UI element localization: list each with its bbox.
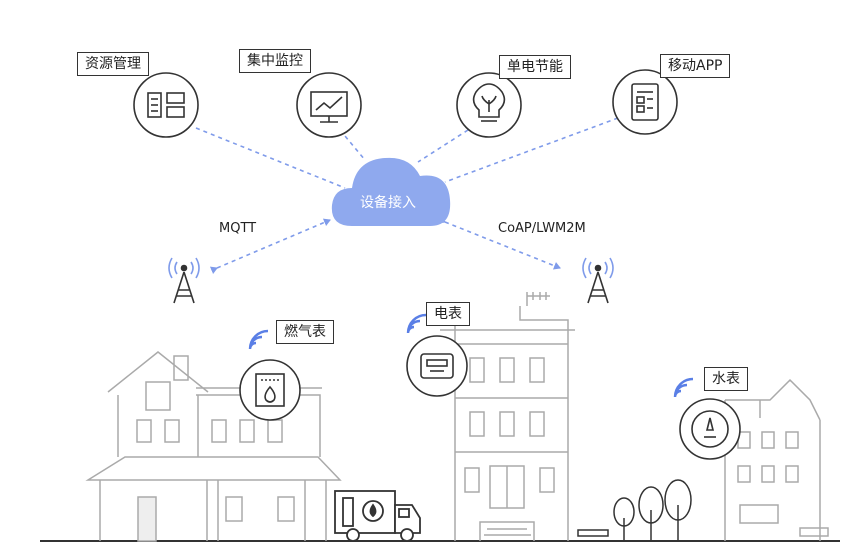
mobile-document-icon (612, 69, 678, 135)
water-meter-icon (679, 398, 741, 460)
label-energy-saving: 单电节能 (499, 55, 571, 79)
signal-tower-icon (582, 257, 614, 304)
trees-illustration (577, 479, 692, 541)
wifi-icon (248, 313, 694, 398)
gas-meter-icon (239, 359, 301, 421)
house-illustration (85, 351, 342, 542)
cloud-icon (331, 157, 451, 226)
signal-tower-icon (168, 257, 200, 304)
label-central-monitoring: 集中监控 (239, 49, 311, 73)
protocol-right-label: CoAP/LWM2M (498, 221, 586, 236)
label-water-meter: 水表 (704, 367, 748, 391)
label-mobile-app: 移动APP (660, 54, 731, 78)
app-links (195, 117, 619, 189)
building-illustration (724, 378, 829, 541)
cloud-label: 设备接入 (360, 195, 416, 211)
label-electric-meter: 电表 (426, 302, 470, 326)
building-illustration (440, 292, 575, 541)
resource-grid-icon (133, 72, 199, 138)
electric-meter-icon (406, 335, 468, 397)
lightbulb-icon (456, 72, 522, 138)
label-gas-meter: 燃气表 (276, 320, 334, 344)
truck-illustration (334, 490, 421, 542)
label-resource-management: 资源管理 (77, 52, 149, 76)
monitor-chart-icon (296, 72, 362, 138)
protocol-left-label: MQTT (219, 221, 257, 236)
